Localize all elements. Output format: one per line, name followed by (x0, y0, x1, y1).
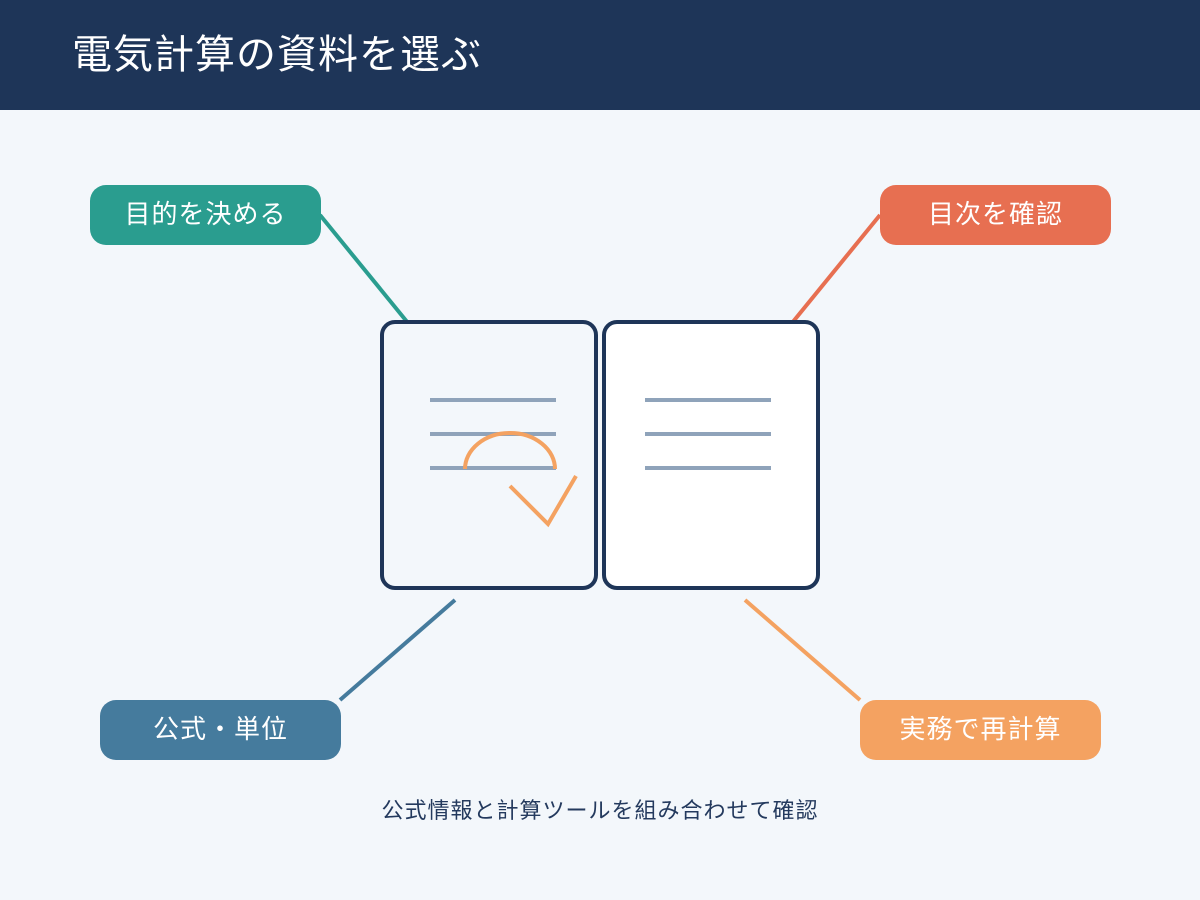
header-bar: 電気計算の資料を選ぶ (0, 0, 1200, 110)
book-right-page (602, 320, 820, 590)
connector-formula (338, 598, 457, 702)
arc-mark-icon (463, 431, 557, 470)
label-formula-units: 公式・単位 (100, 700, 341, 760)
book-left-page (380, 320, 598, 590)
checkmark-icon (508, 474, 578, 528)
label-purpose: 目的を決める (90, 185, 321, 245)
label-recalculate: 実務で再計算 (860, 700, 1101, 760)
caption: 公式情報と計算ツールを組み合わせて確認 (381, 799, 819, 824)
open-book-icon (380, 320, 820, 590)
connector-recalc (743, 598, 862, 702)
page-title: 電気計算の資料を選ぶ (72, 32, 482, 78)
label-toc: 目次を確認 (880, 185, 1111, 245)
